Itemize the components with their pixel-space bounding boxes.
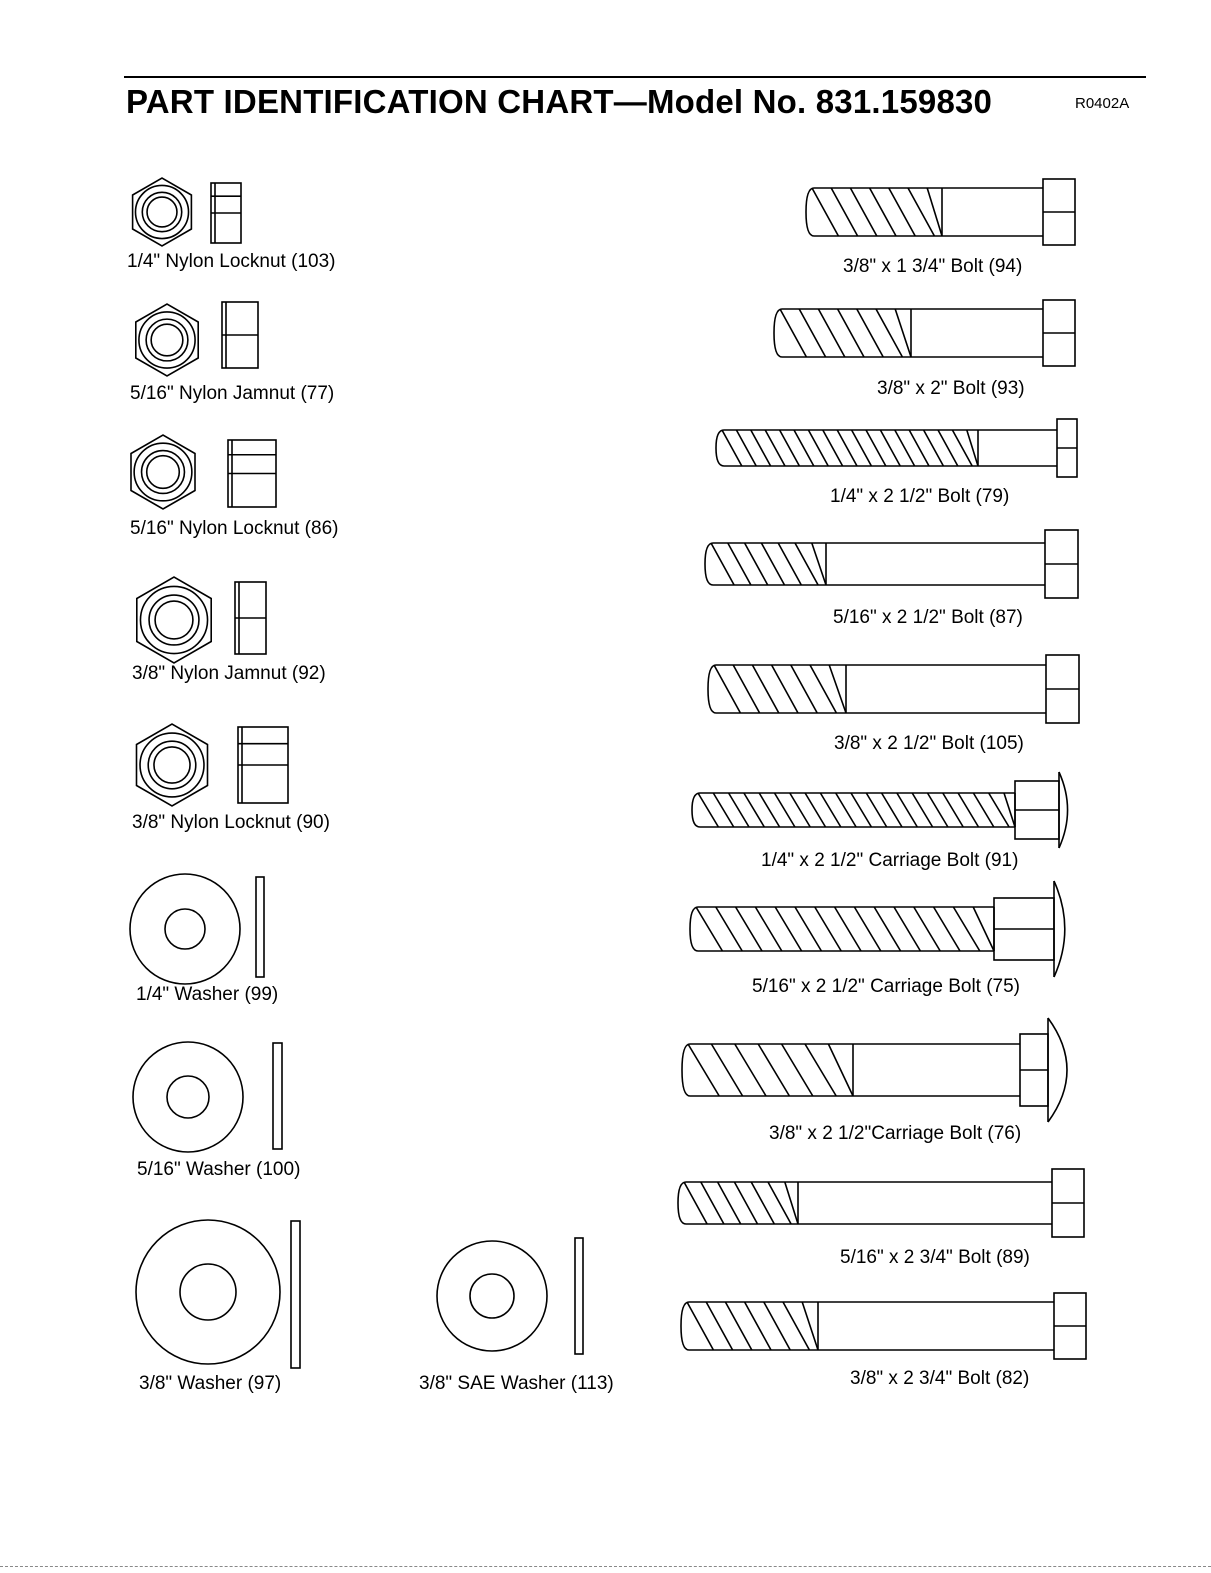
jamnut-92-icon [136, 576, 267, 664]
label-bolt-82: 3/8" x 2 3/4" Bolt (82) [850, 1368, 1030, 1389]
bolt-93-icon [773, 299, 1076, 367]
label-bolt-87: 5/16" x 2 1/2" Bolt (87) [833, 607, 1023, 628]
page-bottom-edge [0, 1566, 1211, 1567]
bolt-89-icon [677, 1168, 1085, 1238]
label-carriage-bolt-91: 1/4" x 2 1/2" Carriage Bolt (91) [761, 850, 1019, 871]
carriage-bolt-76-icon [681, 1043, 854, 1097]
label-nylon-jamnut-77: 5/16" Nylon Jamnut (77) [130, 383, 335, 404]
label-carriage-bolt-75: 5/16" x 2 1/2" Carriage Bolt (75) [752, 976, 1021, 997]
carriage-bolt-91-icon [691, 771, 1069, 849]
label-bolt-93: 3/8" x 2" Bolt (93) [877, 378, 1025, 399]
locknut-90-icon [135, 723, 289, 807]
label-sae-washer-113: 3/8" SAE Washer (113) [419, 1373, 614, 1394]
bolt-79-icon [715, 418, 1078, 478]
bolt-94-icon [805, 178, 1076, 246]
page-title: PART IDENTIFICATION CHART—Model No. 831.… [126, 83, 993, 120]
label-washer-100: 5/16" Washer (100) [137, 1159, 301, 1180]
label-bolt-79: 1/4" x 2 1/2" Bolt (79) [830, 486, 1010, 507]
carriage-bolt-76-head-icon [853, 1017, 1068, 1123]
label-nylon-locknut-86: 5/16" Nylon Locknut (86) [130, 518, 339, 539]
document-code: R0402A [1075, 95, 1130, 112]
bolt-82-icon [680, 1292, 1087, 1360]
label-nylon-locknut-103: 1/4" Nylon Locknut (103) [127, 251, 336, 272]
jamnut-77-icon [135, 301, 259, 377]
carriage-bolt-75-icon [689, 880, 1066, 978]
washer-100-icon [132, 1041, 283, 1153]
label-bolt-94: 3/8" x 1 3/4" Bolt (94) [843, 256, 1023, 277]
locknut-86-icon [130, 434, 277, 510]
label-washer-97: 3/8" Washer (97) [139, 1373, 282, 1394]
bolt-105-icon [707, 654, 1080, 724]
bolt-87-icon [704, 529, 1079, 599]
washer-99-icon [129, 873, 265, 985]
header-rule [124, 76, 1146, 78]
washer-97-icon [135, 1219, 301, 1369]
label-bolt-89: 5/16" x 2 3/4" Bolt (89) [840, 1247, 1030, 1268]
label-nylon-locknut-90: 3/8" Nylon Locknut (90) [132, 812, 330, 833]
locknut-103-icon [131, 177, 242, 247]
label-washer-99: 1/4" Washer (99) [136, 984, 279, 1005]
label-carriage-bolt-76: 3/8" x 2 1/2"Carriage Bolt (76) [769, 1123, 1022, 1144]
label-nylon-jamnut-92: 3/8" Nylon Jamnut (92) [132, 663, 326, 684]
sae-washer-113-icon [436, 1237, 584, 1355]
label-bolt-105: 3/8" x 2 1/2" Bolt (105) [834, 733, 1024, 754]
